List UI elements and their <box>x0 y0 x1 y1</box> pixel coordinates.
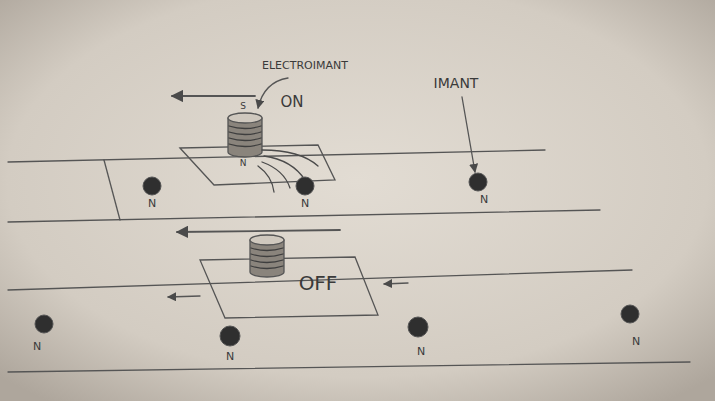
pole-label: N <box>33 341 41 353</box>
platform <box>200 257 378 318</box>
pole-label: N <box>240 159 247 169</box>
pole-label: N <box>480 194 488 206</box>
pole-label: N <box>417 346 425 358</box>
magnet <box>621 305 639 323</box>
pole-label: N <box>301 198 309 210</box>
track-line <box>104 160 120 220</box>
magnet <box>220 326 240 346</box>
magnet <box>408 317 428 337</box>
motion-arrow <box>384 283 408 284</box>
magnet <box>35 315 53 333</box>
motion-arrow <box>172 95 255 97</box>
electromagnet-coil <box>250 235 284 277</box>
magnet <box>469 173 487 191</box>
track-line <box>8 362 690 372</box>
magnet <box>143 177 161 195</box>
pole-label: N <box>148 198 156 210</box>
track-line <box>8 210 600 222</box>
pole-label: N <box>226 351 234 363</box>
state-label: OFF <box>299 272 338 294</box>
state-label: ON <box>280 94 303 111</box>
callout-label: IMANT <box>434 76 479 91</box>
callout-label: ELECTROIMANT <box>262 60 348 72</box>
magnet <box>296 177 314 195</box>
motion-arrow <box>168 296 200 297</box>
pole-label: S <box>240 102 246 112</box>
leader-arrow <box>462 97 475 172</box>
pole-label: N <box>632 336 640 348</box>
track-line <box>8 150 545 162</box>
electromagnet-coil <box>228 113 262 157</box>
motion-arrow <box>177 230 340 232</box>
